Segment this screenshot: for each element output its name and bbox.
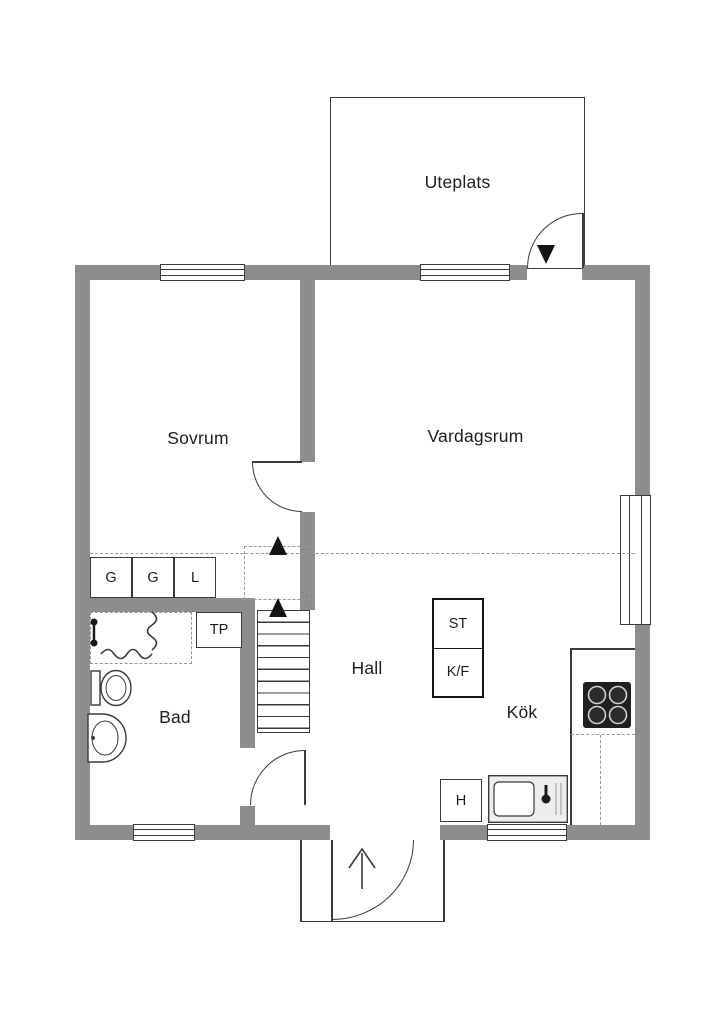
room-label-hall: Hall [351, 658, 383, 678]
st-cabinet: ST [434, 600, 482, 649]
linen-label: L [190, 569, 200, 586]
uteplats-door-leaf [582, 213, 584, 268]
wall-right-1 [635, 265, 650, 497]
wall-top-4 [582, 265, 650, 280]
entry-direction-arrow [348, 847, 376, 889]
toilet-icon [90, 669, 132, 707]
sovrum-door-arc [252, 462, 302, 512]
wall-bad-right-upper [240, 612, 255, 748]
wall-bad-right-lower [240, 806, 255, 825]
window-pane [420, 269, 510, 276]
room-label-sovrum: Sovrum [167, 428, 229, 448]
wardrobe-label: G [147, 569, 159, 586]
kitchen-sink-icon [488, 775, 568, 823]
wall-top-3 [510, 265, 527, 280]
wall-bottom-3 [440, 825, 487, 840]
stairs [257, 610, 310, 733]
tall-cabinet-unit: ST K/F [432, 598, 484, 698]
stove-icon [583, 682, 631, 728]
window-vardagsrum-right [620, 495, 651, 625]
st-label: ST [448, 615, 468, 632]
window-kok [487, 824, 567, 841]
fridge-freezer: K/F [434, 649, 482, 697]
window-vardagsrum-top [420, 264, 510, 281]
shower-area [90, 612, 192, 664]
stairs-direction-arrow-1 [269, 536, 287, 555]
entry-porch-left-line [300, 840, 302, 922]
entry-porch-bottom-line [300, 920, 444, 922]
bathroom-sink-icon [87, 713, 127, 763]
appliance-dashed-line [571, 734, 635, 735]
shower-mixer-icon [90, 618, 98, 647]
tp-label: TP [209, 622, 229, 638]
uteplats-entry-arrow [537, 245, 555, 264]
wall-left [75, 265, 90, 840]
window-sovrum [160, 264, 245, 281]
counter-top-line [570, 648, 635, 650]
wall-top-1 [75, 265, 160, 280]
tp-box: TP [196, 612, 242, 648]
window-pane [629, 495, 642, 625]
h-box: H [440, 779, 482, 822]
wall-right-2 [635, 625, 650, 840]
wardrobe-box-2: G [132, 557, 174, 598]
entry-porch-right-line [443, 840, 445, 922]
window-pane [133, 829, 195, 836]
entry-door-leaf [331, 840, 333, 921]
wall-sovrum-vardagsrum-upper [300, 280, 315, 462]
dishwasher-dashed-line [600, 735, 601, 825]
wall-bad-top [90, 598, 255, 612]
room-label-kok: Kök [506, 702, 538, 722]
bad-door-arc [250, 750, 305, 805]
wardrobe-label: G [105, 569, 117, 586]
wardrobe-box-1: G [90, 557, 132, 598]
wall-bottom-2 [195, 825, 330, 840]
window-pane [487, 829, 567, 836]
window-pane [160, 269, 245, 276]
room-label-uteplats: Uteplats [424, 172, 491, 192]
shower-curtain [100, 611, 158, 660]
room-label-bad: Bad [159, 707, 191, 727]
linen-closet-box: L [174, 557, 216, 598]
section-dashed-line [90, 553, 635, 554]
room-label-vardagsrum: Vardagsrum [427, 426, 524, 446]
wall-bottom-4 [567, 825, 650, 840]
counter-edge-line [570, 648, 572, 825]
wall-top-2 [245, 265, 420, 280]
h-label: H [455, 792, 467, 809]
kf-label: K/F [446, 664, 470, 681]
sovrum-door-leaf [252, 461, 302, 463]
wall-sovrum-vardagsrum-lower [300, 512, 315, 610]
window-bad [133, 824, 195, 841]
stairs-direction-arrow-2 [269, 598, 287, 617]
